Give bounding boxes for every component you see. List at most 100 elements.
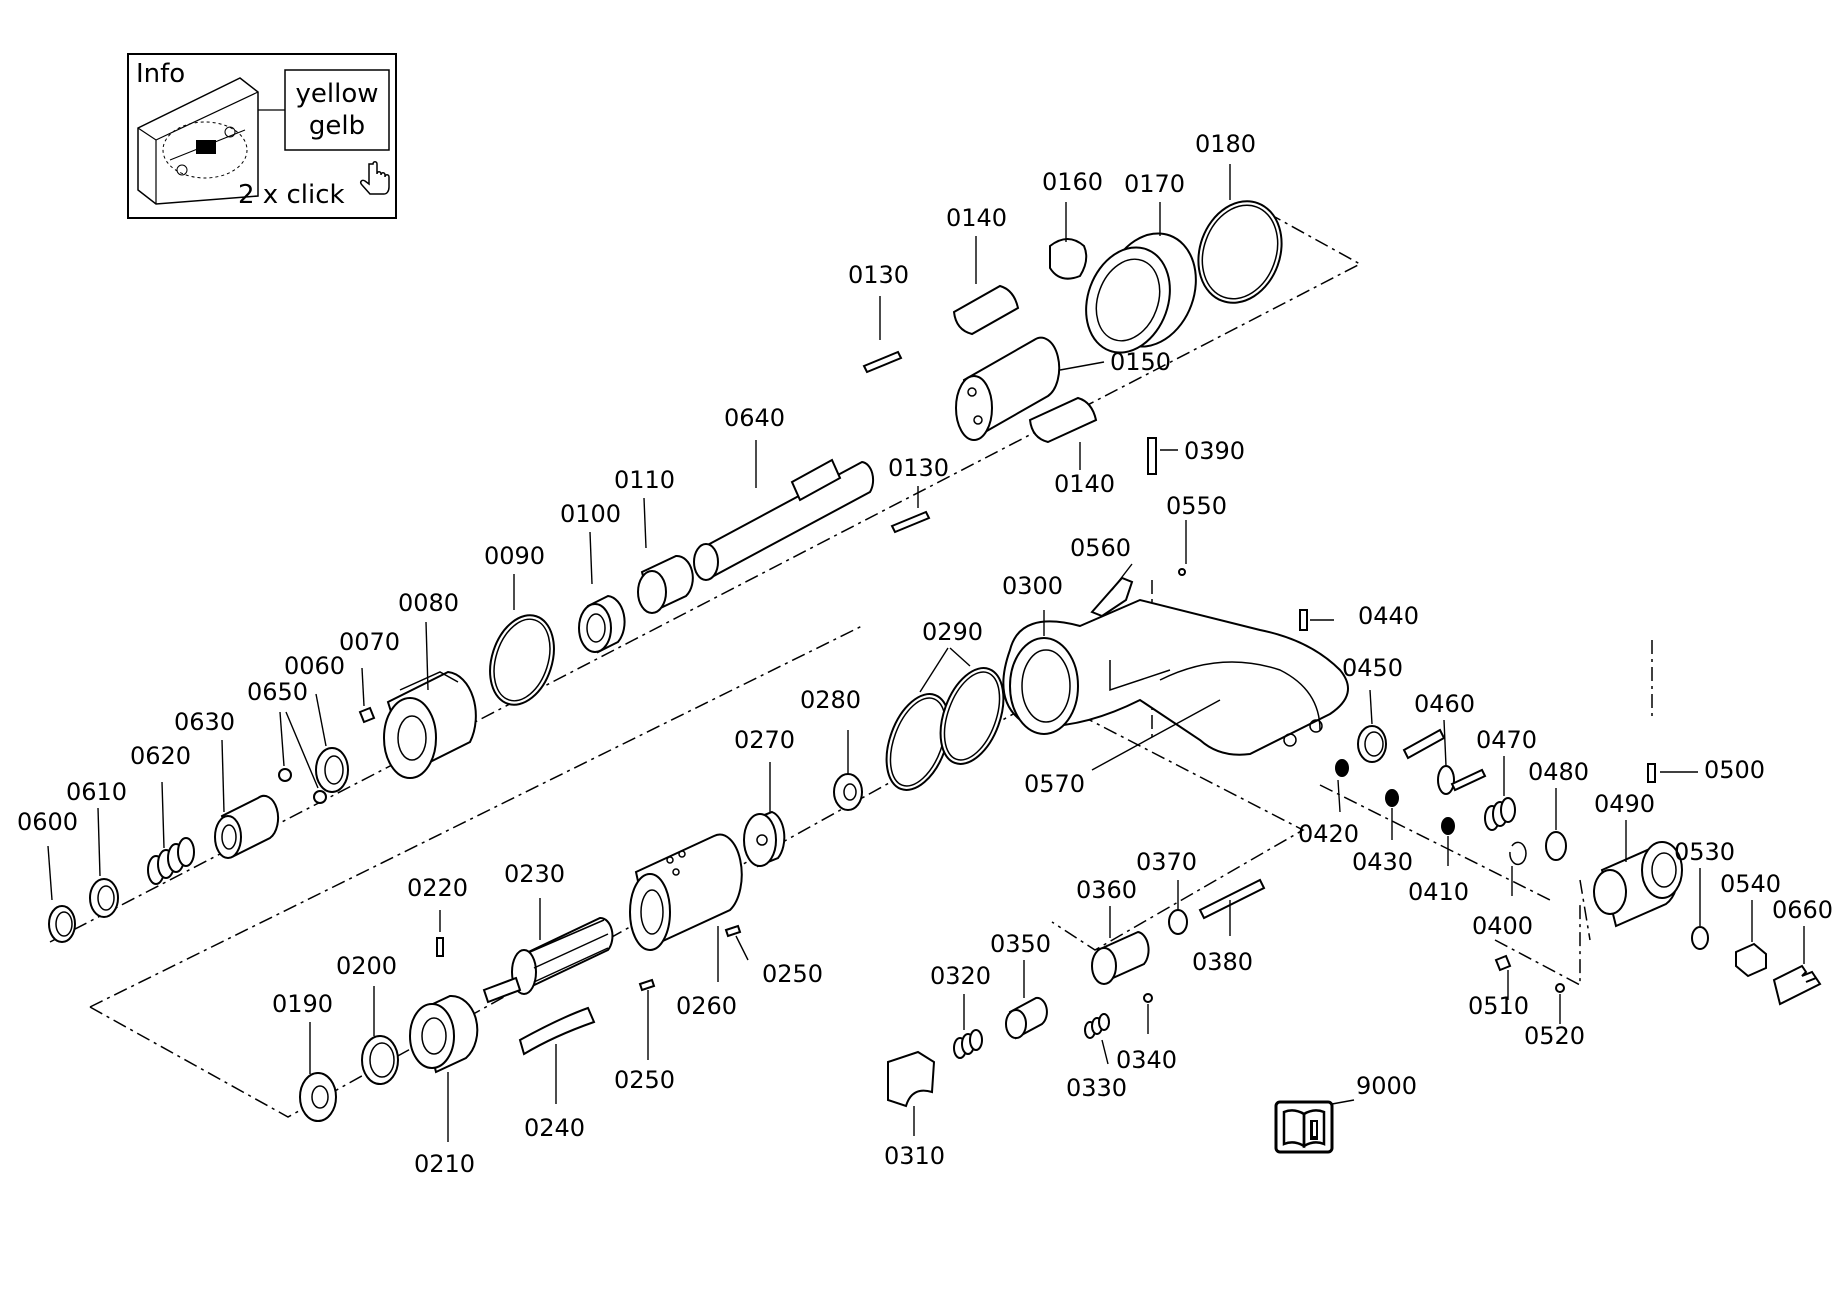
label-0660[interactable]: 0660: [1772, 896, 1833, 924]
info-color-de: gelb: [309, 111, 365, 141]
svg-text:0130: 0130: [848, 261, 909, 289]
svg-text:0390: 0390: [1184, 437, 1245, 465]
svg-text:0510: 0510: [1468, 992, 1529, 1020]
label-0250-lower[interactable]: 0250: [614, 1066, 675, 1094]
svg-text:0660: 0660: [1772, 896, 1833, 924]
label-0530[interactable]: 0530: [1674, 838, 1735, 866]
svg-text:0100: 0100: [560, 500, 621, 528]
svg-text:0190: 0190: [272, 990, 333, 1018]
label-0430[interactable]: 0430: [1352, 848, 1413, 876]
label-0290[interactable]: 0290: [922, 618, 983, 646]
label-0220[interactable]: 0220: [407, 874, 468, 902]
label-0620[interactable]: 0620: [130, 742, 191, 770]
label-0560[interactable]: 0560: [1070, 534, 1131, 562]
part-0260-shape: [629, 833, 743, 951]
svg-text:0370: 0370: [1136, 848, 1197, 876]
svg-text:0310: 0310: [884, 1142, 945, 1170]
label-0490[interactable]: 0490: [1594, 790, 1655, 818]
svg-text:0420: 0420: [1298, 820, 1359, 848]
label-0500[interactable]: 0500: [1704, 756, 1765, 784]
label-0310[interactable]: 0310: [884, 1142, 945, 1170]
label-0420[interactable]: 0420: [1298, 820, 1359, 848]
part-0210-shape: [409, 994, 479, 1074]
label-0550[interactable]: 0550: [1166, 492, 1227, 520]
label-0140-lower[interactable]: 0140: [1054, 470, 1115, 498]
svg-text:0520: 0520: [1524, 1022, 1585, 1050]
label-0390[interactable]: 0390: [1184, 437, 1245, 465]
label-0130-upper[interactable]: 0130: [848, 261, 909, 289]
label-0520[interactable]: 0520: [1524, 1022, 1585, 1050]
svg-text:0160: 0160: [1042, 168, 1103, 196]
label-0230[interactable]: 0230: [504, 860, 565, 888]
label-0240[interactable]: 0240: [524, 1114, 585, 1142]
label-0190[interactable]: 0190: [272, 990, 333, 1018]
label-0450[interactable]: 0450: [1342, 654, 1403, 682]
label-0260[interactable]: 0260: [676, 992, 737, 1020]
label-0180[interactable]: 0180: [1195, 130, 1256, 158]
label-0630[interactable]: 0630: [174, 708, 235, 736]
svg-text:0610: 0610: [66, 778, 127, 806]
label-0370[interactable]: 0370: [1136, 848, 1197, 876]
label-0570[interactable]: 0570: [1024, 770, 1085, 798]
label-0140-upper[interactable]: 0140: [946, 204, 1007, 232]
label-0130-lower[interactable]: 0130: [888, 454, 949, 482]
svg-text:0630: 0630: [174, 708, 235, 736]
info-box[interactable]: Info yellow gelb 2 x click: [127, 53, 397, 219]
svg-text:0530: 0530: [1674, 838, 1735, 866]
label-0480[interactable]: 0480: [1528, 758, 1589, 786]
label-0270[interactable]: 0270: [734, 726, 795, 754]
label-0640[interactable]: 0640: [724, 404, 785, 432]
svg-text:0210: 0210: [414, 1150, 475, 1178]
svg-text:0600: 0600: [17, 808, 78, 836]
part-0620-shape: [147, 837, 195, 885]
label-0110[interactable]: 0110: [614, 466, 675, 494]
svg-text:0340: 0340: [1116, 1046, 1177, 1074]
svg-text:0220: 0220: [407, 874, 468, 902]
label-0080[interactable]: 0080: [398, 589, 459, 617]
label-0280[interactable]: 0280: [800, 686, 861, 714]
info-title: Info: [136, 59, 185, 89]
part-labels: 0600 0610 0620 0630 0650 0060 0070 0080 …: [17, 130, 1833, 1178]
label-0250-upper[interactable]: 0250: [762, 960, 823, 988]
part-0170-shape: [1085, 232, 1197, 354]
label-0340[interactable]: 0340: [1116, 1046, 1177, 1074]
svg-text:0170: 0170: [1124, 170, 1185, 198]
label-0380[interactable]: 0380: [1192, 948, 1253, 976]
svg-text:0070: 0070: [339, 628, 400, 656]
manual-info-icon[interactable]: [1274, 1100, 1334, 1154]
svg-text:0110: 0110: [614, 466, 675, 494]
hand-pointer-icon: [360, 161, 390, 195]
label-0650[interactable]: 0650: [247, 678, 308, 706]
label-0210[interactable]: 0210: [414, 1150, 475, 1178]
label-0350[interactable]: 0350: [990, 930, 1051, 958]
label-0540[interactable]: 0540: [1720, 870, 1781, 898]
label-0160[interactable]: 0160: [1042, 168, 1103, 196]
label-0610[interactable]: 0610: [66, 778, 127, 806]
label-0070[interactable]: 0070: [339, 628, 400, 656]
label-0170[interactable]: 0170: [1124, 170, 1185, 198]
svg-text:0440: 0440: [1358, 602, 1419, 630]
label-0410[interactable]: 0410: [1408, 878, 1469, 906]
label-0330[interactable]: 0330: [1066, 1074, 1127, 1102]
label-0060[interactable]: 0060: [284, 652, 345, 680]
svg-text:0330: 0330: [1066, 1074, 1127, 1102]
label-0300[interactable]: 0300: [1002, 572, 1063, 600]
label-0320[interactable]: 0320: [930, 962, 991, 990]
label-0200[interactable]: 0200: [336, 952, 397, 980]
label-0470[interactable]: 0470: [1476, 726, 1537, 754]
label-0510[interactable]: 0510: [1468, 992, 1529, 1020]
svg-text:0140: 0140: [1054, 470, 1115, 498]
label-0440[interactable]: 0440: [1358, 602, 1419, 630]
label-0360[interactable]: 0360: [1076, 876, 1137, 904]
label-9000[interactable]: 9000: [1356, 1072, 1417, 1100]
svg-text:0290: 0290: [922, 618, 983, 646]
label-0460[interactable]: 0460: [1414, 690, 1475, 718]
label-0100[interactable]: 0100: [560, 500, 621, 528]
svg-text:0350: 0350: [990, 930, 1051, 958]
label-0600[interactable]: 0600: [17, 808, 78, 836]
svg-text:0650: 0650: [247, 678, 308, 706]
svg-text:0460: 0460: [1414, 690, 1475, 718]
label-0150[interactable]: 0150: [1110, 348, 1171, 376]
label-0090[interactable]: 0090: [484, 542, 545, 570]
label-0400[interactable]: 0400: [1472, 912, 1533, 940]
